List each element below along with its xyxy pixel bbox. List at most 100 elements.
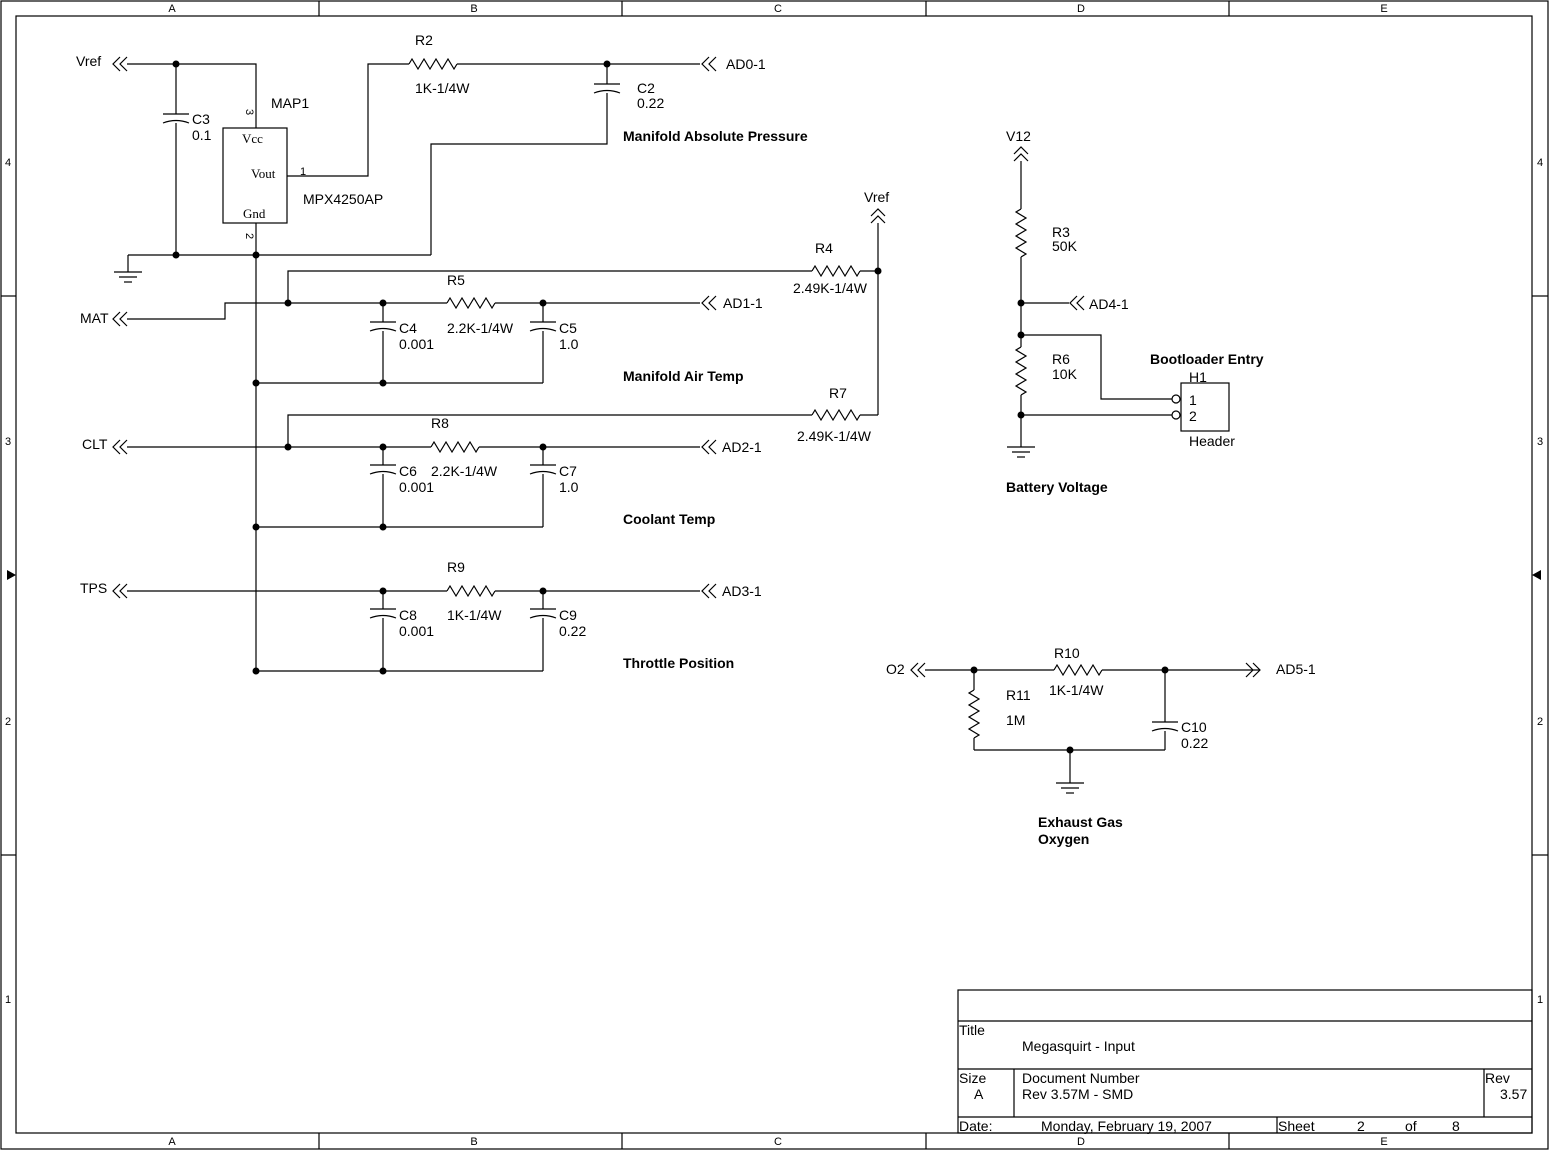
tps-circuit: TPS R9 1K-1/4W C8 0.001 C9 0.22 AD3-1 Th… xyxy=(80,559,762,675)
r5-value: 2.2K-1/4W xyxy=(447,320,514,336)
mat-section-title: Manifold Air Temp xyxy=(623,368,744,384)
col-a: A xyxy=(168,3,176,15)
col-c: C xyxy=(774,3,782,15)
r7-ref: R7 xyxy=(829,385,847,401)
battery-voltage-circuit: V12 R3 50K AD4-1 R6 10K Battery Voltage … xyxy=(1006,128,1264,495)
col-a-bottom: A xyxy=(168,1136,176,1148)
r2-ref: R2 xyxy=(415,32,433,48)
r3-value: 50K xyxy=(1052,238,1078,254)
o2-net-label: O2 xyxy=(886,661,905,677)
sheet-label: Sheet xyxy=(1278,1118,1315,1134)
map-pin1: 1 xyxy=(300,166,306,178)
r11-ref: R11 xyxy=(1006,687,1031,703)
h1-pin1: 1 xyxy=(1189,392,1197,408)
r9-value: 1K-1/4W xyxy=(447,607,502,623)
r10-ref: R10 xyxy=(1054,645,1080,661)
mat-net-label: MAT xyxy=(80,310,109,326)
of-label: of xyxy=(1405,1118,1417,1134)
ad4-net-label: AD4-1 xyxy=(1089,296,1129,312)
map-pin-gnd: Gnd xyxy=(243,206,266,221)
sheet-value: 2 xyxy=(1357,1118,1365,1134)
r2-value: 1K-1/4W xyxy=(415,80,470,96)
c8-ref: C8 xyxy=(399,607,417,623)
tps-section-title: Throttle Position xyxy=(623,655,734,671)
rev-label: Rev xyxy=(1485,1070,1510,1086)
c4-ref: C4 xyxy=(399,320,417,336)
row-markers: 4 3 2 1 4 3 2 1 xyxy=(5,157,1543,1006)
map-pin-vout: Vout xyxy=(251,166,276,181)
c8-value: 0.001 xyxy=(399,623,434,639)
h1-pin2: 2 xyxy=(1189,408,1197,424)
row-1-right: 1 xyxy=(1537,994,1543,1006)
r8-ref: R8 xyxy=(431,415,449,431)
row-2-right: 2 xyxy=(1537,716,1543,728)
h1-header-body xyxy=(1180,382,1230,432)
clt-net-label: CLT xyxy=(82,436,108,452)
size-label: Size xyxy=(959,1070,986,1086)
c3-value: 0.1 xyxy=(192,127,212,143)
r5-ref: R5 xyxy=(447,272,465,288)
o2-circuit: O2 R10 1K-1/4W AD5-1 R11 1M C10 0.22 Exh… xyxy=(886,645,1316,847)
row-4-right: 4 xyxy=(1537,157,1543,169)
r6-ref: R6 xyxy=(1052,351,1070,367)
r6-value: 10K xyxy=(1052,366,1078,382)
title-value: Megasquirt - Input xyxy=(1022,1038,1135,1054)
of-value: 8 xyxy=(1452,1118,1460,1134)
h1-ref: H1 xyxy=(1189,369,1207,385)
c2-value: 0.22 xyxy=(637,95,664,111)
ad2-net-label: AD2-1 xyxy=(722,439,762,455)
vref-right-net-label: Vref xyxy=(864,189,889,205)
row-3-right: 3 xyxy=(1537,436,1543,448)
column-markers: A B C D E A B C D E xyxy=(168,3,1387,1148)
pullup-network: Vref R4 2.49K-1/4W R7 2.49K-1/4W xyxy=(287,189,889,447)
c7-ref: C7 xyxy=(559,463,577,479)
col-c-bottom: C xyxy=(774,1136,782,1148)
ego-section-title-1: Exhaust Gas xyxy=(1038,814,1123,830)
title-label: Title xyxy=(959,1022,985,1038)
c7-value: 1.0 xyxy=(559,479,579,495)
date-value: Monday, February 19, 2007 xyxy=(1041,1118,1212,1134)
map-section-title: Manifold Absolute Pressure xyxy=(623,128,808,144)
map1-ref: MAP1 xyxy=(271,95,309,111)
r4-value: 2.49K-1/4W xyxy=(793,280,868,296)
c6-ref: C6 xyxy=(399,463,417,479)
ad5-net-label: AD5-1 xyxy=(1276,661,1316,677)
col-b: B xyxy=(470,3,477,15)
battery-section-title: Battery Voltage xyxy=(1006,479,1108,495)
row-2: 2 xyxy=(5,716,11,728)
row-1: 1 xyxy=(5,994,11,1006)
date-label: Date: xyxy=(959,1118,992,1134)
r8-value: 2.2K-1/4W xyxy=(431,463,498,479)
ad0-net-label: AD0-1 xyxy=(726,56,766,72)
col-b-bottom: B xyxy=(470,1136,477,1148)
docnum-label: Document Number xyxy=(1022,1070,1140,1086)
v12-net-label: V12 xyxy=(1006,128,1031,144)
r3-ref: R3 xyxy=(1052,224,1070,240)
ad3-net-label: AD3-1 xyxy=(722,583,762,599)
row-4: 4 xyxy=(5,157,11,169)
ad1-net-label: AD1-1 xyxy=(723,295,763,311)
r4-ref: R4 xyxy=(815,240,833,256)
c5-value: 1.0 xyxy=(559,336,579,352)
ego-section-title-2: Oxygen xyxy=(1038,831,1089,847)
clt-section-title: Coolant Temp xyxy=(623,511,715,527)
c9-ref: C9 xyxy=(559,607,577,623)
map-pin-vcc: Vcc xyxy=(242,131,263,146)
row-3: 3 xyxy=(5,436,11,448)
c6-value: 0.001 xyxy=(399,479,434,495)
col-e: E xyxy=(1380,3,1387,15)
clt-circuit: CLT R8 2.2K-1/4W C6 0.001 C7 1.0 AD2-1 C… xyxy=(82,415,762,531)
col-e-bottom: E xyxy=(1380,1136,1387,1148)
c3-ref: C3 xyxy=(192,111,210,127)
r10-value: 1K-1/4W xyxy=(1049,682,1104,698)
vref-net-label: Vref xyxy=(76,53,101,69)
c9-value: 0.22 xyxy=(559,623,586,639)
rev-value: 3.57 xyxy=(1500,1086,1527,1102)
c5-ref: C5 xyxy=(559,320,577,336)
map-circuit: Vref C3 0.1 Vcc Vout Gnd MAP1 MPX4250AP … xyxy=(76,32,808,671)
r9-ref: R9 xyxy=(447,559,465,575)
title-block: Title Megasquirt - Input Size A Document… xyxy=(957,989,1533,1134)
c4-value: 0.001 xyxy=(399,336,434,352)
